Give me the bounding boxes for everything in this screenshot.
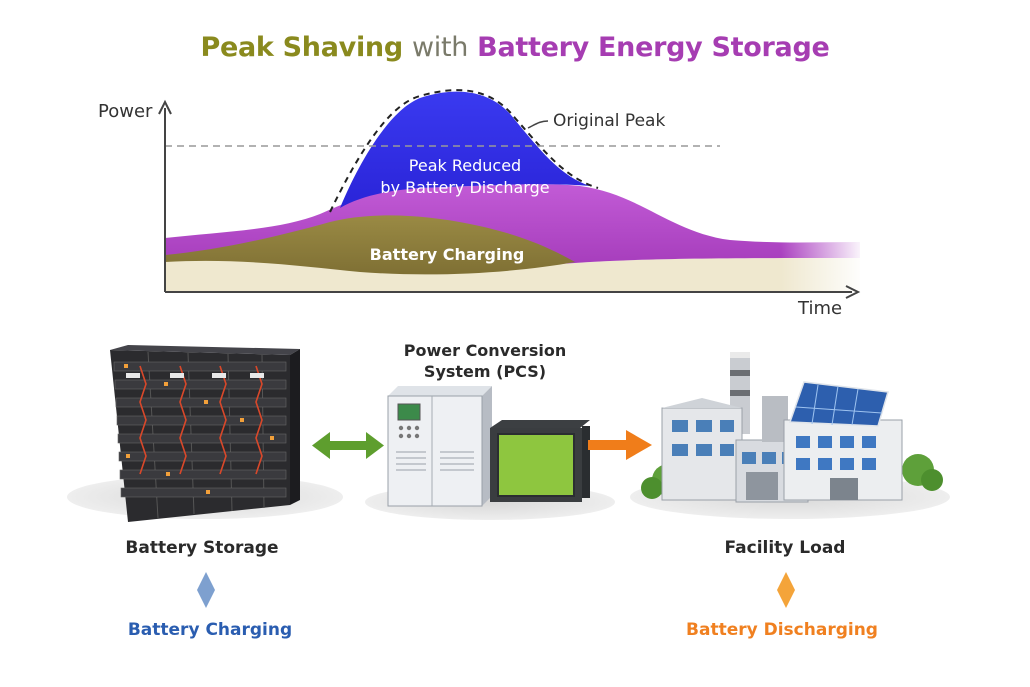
title-peak-shaving: Peak Shaving	[200, 32, 403, 63]
y-axis-arrowhead	[158, 99, 172, 115]
pcs-label-line1: Power Conversion	[403, 341, 567, 360]
title-with: with	[411, 32, 469, 63]
charging-marker	[197, 572, 215, 608]
bidirectional-arrow	[312, 432, 384, 459]
pcs-label-line2: System (PCS)	[423, 362, 547, 381]
original-peak-outline	[329, 89, 599, 213]
y-axis-label: Power	[98, 101, 153, 122]
legend-battery-discharging: Battery Discharging	[686, 620, 878, 640]
discharge-arrow	[588, 430, 652, 460]
original-peak-label: Original Peak	[553, 111, 666, 131]
pcs-label: Power Conversion System (PCS)	[380, 340, 590, 382]
x-axis-label: Time	[798, 298, 843, 319]
peak-reduced-line1: Peak Reduced	[408, 156, 522, 175]
battery-storage-label: Battery Storage	[125, 538, 279, 558]
peak-reduced-line2: by Battery Discharge	[380, 178, 550, 197]
battery-charging-chart-label: Battery Charging	[369, 245, 525, 264]
title-battery-energy-storage: Battery Energy Storage	[477, 32, 830, 63]
pcs-inverter-enclosure	[490, 420, 590, 502]
facility-load-label: Facility Load	[724, 538, 846, 558]
original-peak-leader	[527, 120, 549, 129]
facility-building	[641, 352, 943, 503]
diagram-title: Peak Shaving with Battery Energy Storage	[0, 32, 1030, 63]
legend-battery-charging: Battery Charging	[127, 620, 293, 640]
peak-reduced-label: Peak Reduced by Battery Discharge	[360, 155, 570, 199]
battery-storage-racks	[110, 345, 300, 522]
x-axis-arrowhead	[845, 285, 861, 299]
peak-reduced-area	[340, 91, 590, 208]
discharging-marker	[777, 572, 795, 608]
pcs-cabinet	[387, 386, 492, 507]
